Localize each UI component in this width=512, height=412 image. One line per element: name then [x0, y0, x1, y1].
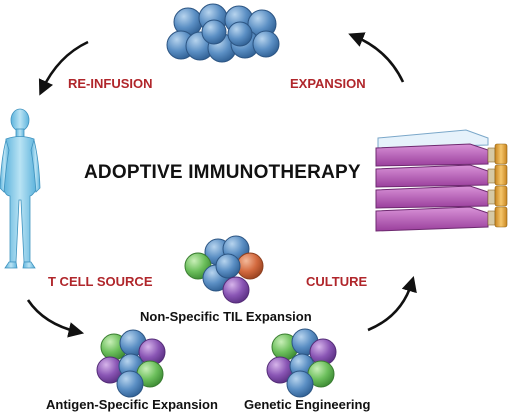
method-nonspecific-label: Non-Specific TIL Expansion — [140, 309, 312, 324]
expanded-tcell-cluster-icon — [166, 3, 280, 63]
arrow-bottom-to-right — [367, 276, 417, 332]
antigen-specific-cluster-icon — [96, 329, 166, 398]
genetic-engineering-cluster-icon — [266, 328, 337, 398]
diagram-title: ADOPTIVE IMMUNOTHERAPY — [84, 162, 361, 183]
nonspecific-til-cluster-icon — [184, 235, 264, 304]
flask-layer — [375, 143, 508, 167]
flask-layer — [375, 185, 508, 209]
step-expansion-label: EXPANSION — [290, 76, 366, 91]
step-culture-label: CULTURE — [306, 274, 368, 289]
step-tcell-source-label: T CELL SOURCE — [48, 274, 153, 289]
step-reinfusion-label: RE-INFUSION — [68, 76, 153, 91]
flask-layer — [375, 164, 508, 188]
arrow-left-to-bottom — [26, 299, 85, 338]
method-genetic-label: Genetic Engineering — [244, 397, 371, 412]
arrow-top-to-left — [38, 40, 89, 96]
culture-flask-stack-icon — [375, 129, 508, 232]
method-antigen-label: Antigen-Specific Expansion — [46, 397, 218, 412]
human-figure-icon — [0, 108, 41, 269]
flask-layer — [375, 206, 508, 232]
arrow-right-to-top — [348, 32, 405, 83]
